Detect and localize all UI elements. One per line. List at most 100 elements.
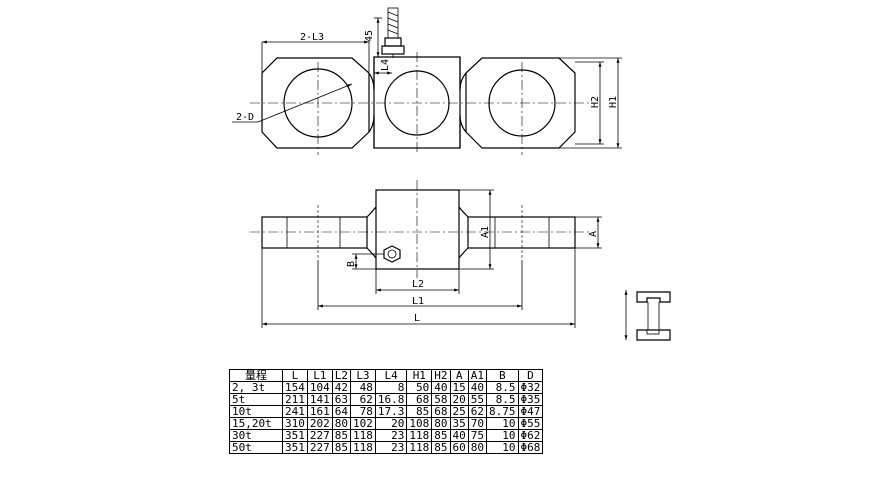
- table-cell: 20: [374, 417, 408, 430]
- table-cell: 23: [374, 441, 408, 454]
- dim-label-h2: H2: [590, 96, 601, 108]
- section-profile: [636, 291, 671, 341]
- table-cell: 15,20t: [229, 417, 283, 430]
- table-cell: Φ47: [517, 405, 544, 418]
- table-cell: 351: [282, 441, 308, 454]
- dim-label-l1: L1: [412, 296, 424, 307]
- table-header-cell: L4: [374, 369, 408, 382]
- table-cell: 8.5: [486, 393, 519, 406]
- table-cell: 15: [449, 381, 469, 394]
- table-cell: 108: [406, 417, 433, 430]
- table-row: 30t 351 227 85 118 23 118 85 40 75 10 Φ6…: [229, 429, 544, 442]
- table-cell: 68: [406, 393, 433, 406]
- table-cell: 10: [486, 429, 519, 442]
- table-cell: Φ68: [517, 441, 544, 454]
- table-row: 10t 241 161 64 78 17.3 85 68 25 62 8.75 …: [229, 405, 544, 418]
- load-direction-symbol: [624, 290, 671, 341]
- table-cell: 23: [374, 429, 408, 442]
- table-header-cell: H2: [431, 369, 451, 382]
- table-cell: 62: [350, 393, 376, 406]
- table-cell: 102: [350, 417, 376, 430]
- left-plate: [261, 57, 370, 149]
- table-header-cell: A1: [467, 369, 488, 382]
- right-flange: [467, 216, 576, 249]
- table-cell: 30t: [229, 429, 283, 442]
- spec-table: 量程 L L1 L2 L3 L4 H1 H2 A A1 B D 2, 3t 15…: [229, 369, 544, 454]
- table-row: 2, 3t 154 104 42 48 8 50 40 15 40 8.5 Φ3…: [229, 381, 544, 394]
- table-cell: 78: [350, 405, 376, 418]
- table-cell: 80: [467, 441, 488, 454]
- table-header-cell: L: [282, 369, 308, 382]
- table-cell: 8: [374, 381, 408, 394]
- connector-hex: [383, 245, 401, 263]
- table-cell: 60: [449, 441, 469, 454]
- table-cell: 68: [431, 405, 451, 418]
- table-cell: 50: [406, 381, 433, 394]
- table-cell: 10: [486, 417, 519, 430]
- table-cell: 85: [406, 405, 433, 418]
- table-cell: 40: [449, 429, 469, 442]
- table-cell: 118: [350, 441, 376, 454]
- table-header-row: 量程 L L1 L2 L3 L4 H1 H2 A A1 B D: [229, 369, 544, 382]
- table-cell: 40: [431, 381, 451, 394]
- table-cell: 17.3: [374, 405, 408, 418]
- table-cell: 35: [449, 417, 469, 430]
- dim-label-l2: L2: [412, 279, 424, 290]
- dim-label-b: B: [346, 261, 357, 267]
- table-cell: 85: [431, 429, 451, 442]
- table-cell: 5t: [229, 393, 283, 406]
- table-cell: 10t: [229, 405, 283, 418]
- table-cell: Φ55: [517, 417, 544, 430]
- table-cell: Φ35: [517, 393, 544, 406]
- table-cell: 85: [431, 441, 451, 454]
- table-cell: 118: [406, 429, 433, 442]
- table-cell: 42: [331, 381, 352, 394]
- table-cell: 16.8: [374, 393, 408, 406]
- dim-label-l4: L4: [380, 59, 391, 71]
- table-cell: 227: [306, 429, 333, 442]
- table-cell: 85: [331, 441, 352, 454]
- table-row: 5t 211 141 63 62 16.8 68 58 20 55 8.5 Φ3…: [229, 393, 544, 406]
- table-cell: 8.75: [486, 405, 519, 418]
- dim-label-l: L: [414, 313, 420, 324]
- table-header-cell: L2: [331, 369, 352, 382]
- table-cell: Φ32: [517, 381, 544, 394]
- top-view: 2-L3 45 L4 2-D H2 H1: [232, 7, 622, 155]
- table-row: 50t 351 227 85 118 23 118 85 60 80 10 Φ6…: [229, 441, 544, 454]
- dim-label-h1: H1: [608, 96, 619, 108]
- left-flange: [261, 216, 368, 249]
- table-cell: 25: [449, 405, 469, 418]
- table-cell: 227: [306, 441, 333, 454]
- table-header-cell: A: [449, 369, 469, 382]
- dim-label-a: A: [588, 231, 599, 237]
- table-cell: 10: [486, 441, 519, 454]
- table-cell: 2, 3t: [229, 381, 283, 394]
- table-cell: 80: [431, 417, 451, 430]
- table-cell: 161: [306, 405, 333, 418]
- table-cell: 104: [306, 381, 333, 394]
- table-cell: 141: [306, 393, 333, 406]
- table-cell: 64: [331, 405, 352, 418]
- table-header-cell: 量程: [229, 369, 283, 382]
- table-cell: 310: [282, 417, 308, 430]
- table-cell: Φ62: [517, 429, 544, 442]
- table-header-cell: L3: [350, 369, 376, 382]
- table-header-cell: B: [486, 369, 519, 382]
- table-cell: 154: [282, 381, 308, 394]
- table-cell: 85: [331, 429, 352, 442]
- table-cell: 40: [467, 381, 488, 394]
- center-block: [375, 189, 460, 270]
- dim-label-2-l3: 2-L3: [300, 32, 324, 43]
- table-cell: 118: [350, 429, 376, 442]
- table-cell: 118: [406, 441, 433, 454]
- table-cell: 62: [467, 405, 488, 418]
- table-cell: 20: [449, 393, 469, 406]
- table-cell: 63: [331, 393, 352, 406]
- table-cell: 58: [431, 393, 451, 406]
- table-cell: 50t: [229, 441, 283, 454]
- table-row: 15,20t 310 202 80 102 20 108 80 35 70 10…: [229, 417, 544, 430]
- table-cell: 351: [282, 429, 308, 442]
- table-cell: 241: [282, 405, 308, 418]
- dim-label-a1: A1: [480, 226, 491, 238]
